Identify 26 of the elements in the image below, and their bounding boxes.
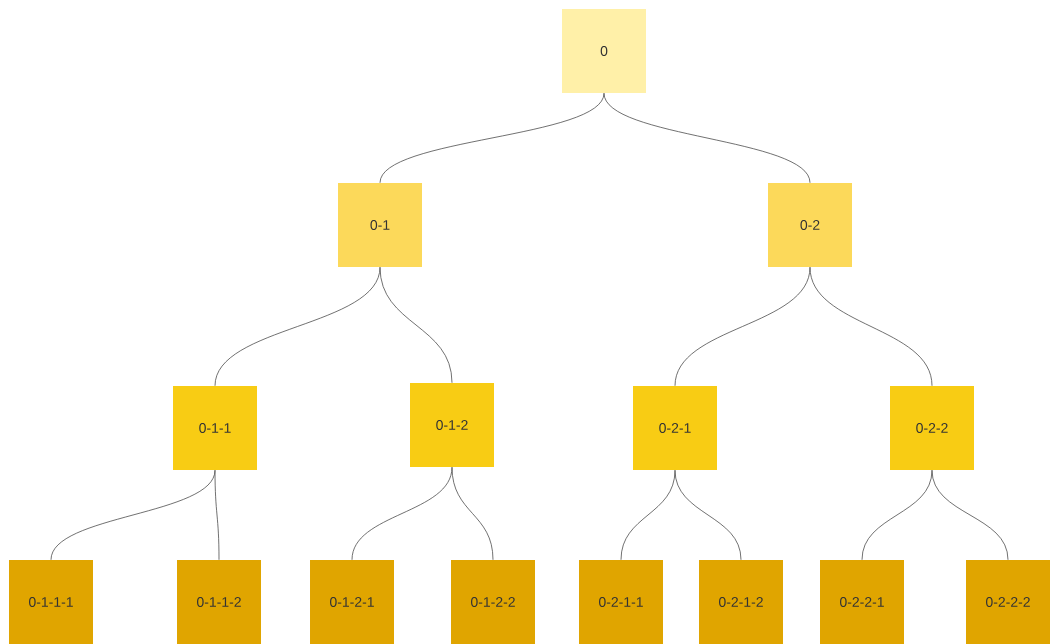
sticky-note: 0-2-1	[633, 386, 717, 470]
sticky-note: 0-2-2-1	[820, 560, 904, 644]
connector	[379, 92, 605, 184]
sticky-note: 0-1-2	[410, 383, 494, 467]
connector	[620, 469, 676, 561]
sticky-note: 0-1-2-1	[310, 560, 394, 644]
sticky-note: 0-2-2	[890, 386, 974, 470]
connector	[861, 469, 933, 561]
connector	[931, 469, 1009, 561]
connector	[214, 469, 220, 561]
sticky-note: 0	[562, 9, 646, 93]
sticky-note: 0-2-1-1	[579, 560, 663, 644]
connector	[809, 266, 933, 387]
sticky-note: 0-2	[768, 183, 852, 267]
connector	[603, 92, 811, 184]
connector	[451, 466, 494, 561]
sticky-note: 0-1	[338, 183, 422, 267]
sticky-note: 0-2-1-2	[699, 560, 783, 644]
connector	[674, 469, 742, 561]
sticky-note: 0-1-2-2	[451, 560, 535, 644]
connector	[214, 266, 381, 387]
connector	[379, 266, 453, 384]
sticky-note: 0-1-1-1	[9, 560, 93, 644]
sticky-note: 0-2-2-2	[966, 560, 1050, 644]
sticky-note: 0-1-1	[173, 386, 257, 470]
sticky-note: 0-1-1-2	[177, 560, 261, 644]
